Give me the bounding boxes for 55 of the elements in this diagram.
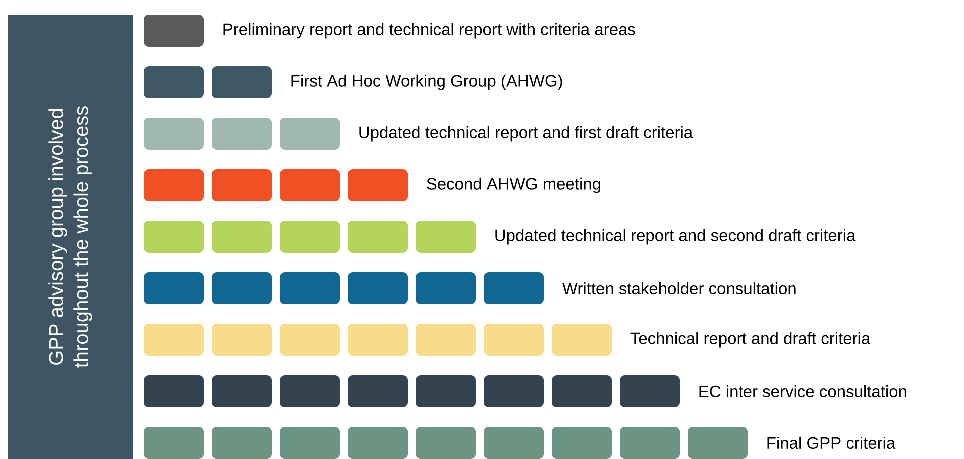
step-block bbox=[484, 324, 544, 356]
step-block bbox=[348, 324, 408, 356]
step-label: EC inter service consultation bbox=[700, 385, 906, 398]
step-block bbox=[144, 118, 204, 150]
step-block bbox=[280, 376, 340, 408]
step-block bbox=[212, 66, 272, 98]
step-block bbox=[280, 221, 340, 253]
step-block bbox=[348, 376, 408, 408]
step-label: Updated technical report and first draft criteria bbox=[360, 126, 694, 142]
step-block bbox=[212, 324, 272, 356]
step-block bbox=[212, 118, 272, 150]
step-block bbox=[620, 376, 680, 408]
step-block bbox=[144, 324, 204, 356]
step-block bbox=[484, 272, 544, 304]
step-block bbox=[416, 376, 476, 408]
step-block bbox=[348, 427, 408, 459]
step-block bbox=[552, 324, 612, 356]
step-block bbox=[212, 376, 272, 408]
side-band: GPP advisory group involved throughout the whole process bbox=[8, 15, 133, 459]
step-block bbox=[280, 170, 340, 202]
step-block bbox=[144, 272, 204, 304]
step-block bbox=[144, 15, 204, 47]
step-block bbox=[144, 427, 204, 459]
step-block bbox=[348, 272, 408, 304]
step-block bbox=[144, 170, 204, 202]
step-block bbox=[212, 221, 272, 253]
step-block bbox=[552, 427, 612, 459]
step-label: Written stakeholder consultation bbox=[562, 282, 796, 295]
step-label: Updated technical report and second draft criteria bbox=[496, 229, 856, 245]
step-label: Preliminary report and technical report with criteria areas bbox=[224, 23, 636, 39]
step-block bbox=[144, 221, 204, 253]
step-block bbox=[348, 170, 408, 202]
step-label: Final GPP criteria bbox=[768, 436, 896, 450]
step-block bbox=[416, 324, 476, 356]
step-block bbox=[416, 221, 476, 253]
step-block bbox=[416, 272, 476, 304]
step-block bbox=[144, 376, 204, 408]
step-block bbox=[416, 427, 476, 459]
step-block bbox=[280, 118, 340, 150]
step-block bbox=[348, 221, 408, 253]
step-block bbox=[144, 66, 204, 98]
step-block bbox=[552, 376, 612, 408]
step-block bbox=[212, 170, 272, 202]
step-block bbox=[280, 324, 340, 356]
step-label: First Ad Hoc Working Group (AHWG) bbox=[292, 74, 562, 90]
step-label: Second AHWG meeting bbox=[427, 178, 600, 194]
step-block bbox=[280, 272, 340, 304]
step-block bbox=[688, 427, 748, 459]
step-block bbox=[212, 427, 272, 459]
step-block bbox=[212, 272, 272, 304]
step-block bbox=[484, 376, 544, 408]
step-label: Technical report and draft criteria bbox=[630, 332, 871, 348]
step-block bbox=[620, 427, 680, 459]
step-block bbox=[280, 427, 340, 459]
step-block bbox=[484, 427, 544, 459]
